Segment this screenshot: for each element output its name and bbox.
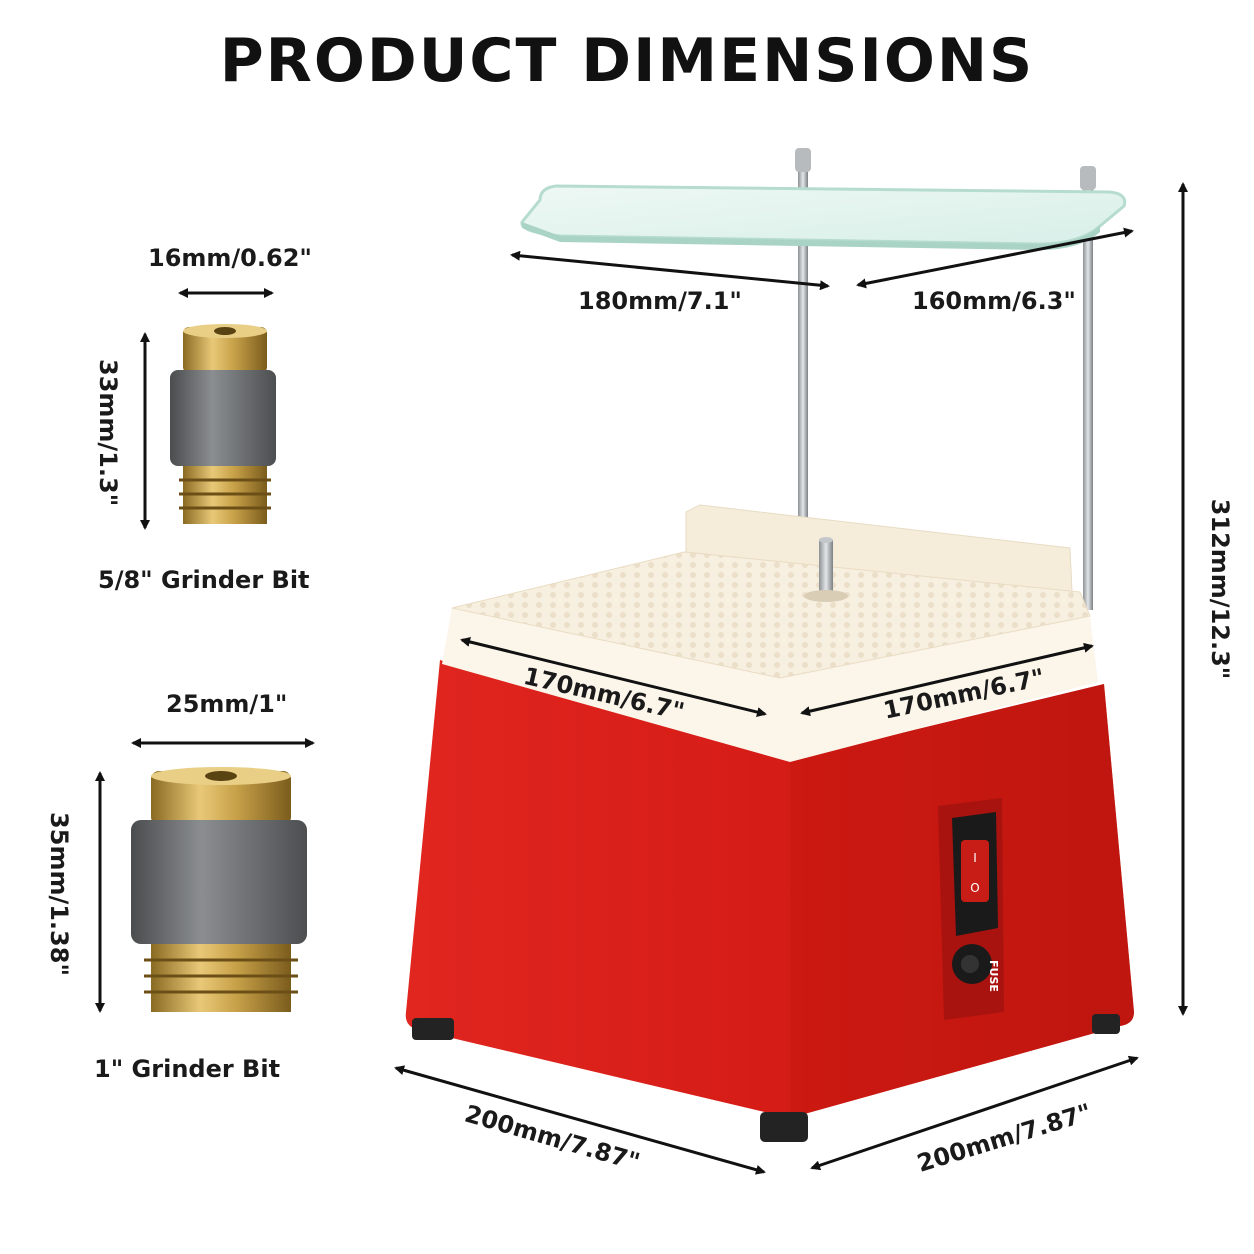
feet bbox=[412, 1014, 1120, 1142]
page-title: PRODUCT DIMENSIONS bbox=[219, 26, 1035, 96]
dimension-arrows-machine bbox=[394, 182, 1188, 1175]
rocker-switch[interactable] bbox=[961, 840, 989, 902]
dimension-arrows-bits bbox=[95, 288, 315, 1013]
large-bit-width-label: 25mm/1" bbox=[166, 690, 288, 718]
switch-on-mark: I bbox=[973, 851, 977, 865]
small-bit-caption: 5/8" Grinder Bit bbox=[98, 566, 310, 594]
small-grinder-bit bbox=[170, 324, 276, 524]
small-bit-width-label: 16mm/0.62" bbox=[148, 244, 312, 272]
large-bit-height-label: 35mm/1.38" bbox=[45, 812, 73, 976]
power-switch-panel: I O FUSE bbox=[938, 798, 1004, 1020]
support-rods bbox=[795, 148, 1096, 622]
large-bit-caption: 1" Grinder Bit bbox=[94, 1055, 281, 1083]
spindle bbox=[804, 537, 848, 602]
shield-width-label: 160mm/6.3" bbox=[912, 287, 1076, 315]
large-grinder-bit bbox=[131, 767, 307, 1012]
overall-height-label: 312mm/12.3" bbox=[1206, 498, 1234, 680]
switch-off-mark: O bbox=[970, 881, 979, 895]
small-bit-height-label: 33mm/1.3" bbox=[94, 359, 122, 507]
fuse-label: FUSE bbox=[987, 960, 1000, 992]
shield-depth-label: 180mm/7.1" bbox=[578, 287, 742, 315]
glass-shield bbox=[520, 184, 1127, 246]
